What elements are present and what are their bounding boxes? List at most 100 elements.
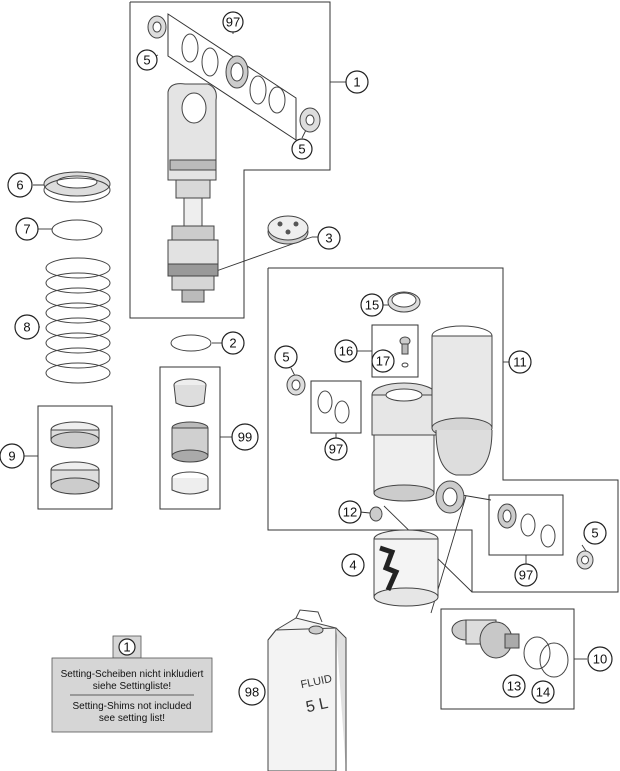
frame-99 — [159, 366, 221, 510]
callout-c12: 12 — [338, 500, 362, 524]
callout-label: 11 — [513, 355, 527, 370]
part-15-cap — [387, 291, 421, 313]
callout-c3: 3 — [317, 226, 341, 250]
callout-label: 2 — [229, 336, 236, 351]
callout-c5d: 5 — [583, 521, 607, 545]
frame-9 — [37, 405, 113, 510]
callout-c6: 6 — [7, 172, 33, 198]
callout-circle — [274, 345, 298, 369]
callout-label: 14 — [536, 685, 550, 700]
callout-circle — [324, 437, 348, 461]
callout-label: 13 — [507, 679, 521, 694]
callout-c97b: 97 — [324, 437, 348, 461]
callout-c10: 10 — [587, 646, 613, 672]
part-99-kit — [171, 378, 209, 495]
callout-circle — [231, 423, 259, 451]
part-98-fluid-canister — [267, 609, 347, 771]
callout-label: 17 — [376, 354, 390, 369]
callout-circle — [345, 70, 369, 94]
part-9-nuts — [50, 421, 100, 495]
callout-label: 97 — [329, 442, 343, 457]
part-10-valve — [451, 619, 520, 659]
note-english-line1: Setting-Shims not included — [73, 701, 192, 712]
callout-circle — [360, 293, 384, 317]
part-16-valve — [399, 336, 411, 368]
frame-97-top — [167, 13, 297, 141]
callout-label: 10 — [593, 652, 607, 667]
callout-circle — [0, 443, 25, 469]
callout-c98: 98 — [238, 678, 266, 706]
callout-label: 7 — [23, 222, 30, 237]
part-2-clip — [170, 334, 212, 352]
callout-circle — [221, 331, 245, 355]
part-5c-seal — [286, 374, 306, 396]
callout-c17: 17 — [371, 349, 395, 373]
callout-circle — [341, 553, 365, 577]
callout-c97a: 97 — [222, 11, 244, 33]
callout-circle — [317, 226, 341, 250]
callout-circle — [222, 11, 244, 33]
callout-label: 8 — [23, 320, 30, 335]
callout-circle — [502, 674, 526, 698]
callout-circle — [7, 172, 33, 198]
part-13-14-orings — [523, 636, 569, 678]
part-6-spring-seat — [43, 171, 111, 203]
callout-circle — [334, 339, 358, 363]
callout-label: 5 — [282, 350, 289, 365]
part-97-bottom-shims — [497, 503, 556, 548]
callout-label: 97 — [519, 568, 533, 583]
part-12-screw — [369, 506, 383, 522]
callout-circle — [136, 49, 158, 71]
callout-circle — [587, 646, 613, 672]
callout-c9: 9 — [0, 443, 25, 469]
callout-c97c: 97 — [514, 563, 538, 587]
frame-shock-assembly — [129, 1, 331, 319]
callout-circle — [291, 138, 313, 160]
callout-label: 1 — [123, 640, 130, 655]
part-3-adjuster — [267, 215, 309, 245]
callout-label: 6 — [16, 178, 23, 193]
frame-97-bottom — [488, 494, 564, 556]
callout-label: 98 — [245, 685, 259, 700]
callout-label: 3 — [325, 231, 332, 246]
callout-c7: 7 — [15, 217, 39, 241]
part-seal-top-right — [299, 107, 321, 133]
part-shims-97-top — [181, 33, 286, 114]
callout-c15: 15 — [360, 293, 384, 317]
note-english-line2: see setting list! — [99, 713, 165, 724]
part-seal-top-left — [147, 15, 167, 39]
callout-label: 1 — [353, 75, 360, 90]
callout-c1: 1 — [345, 70, 369, 94]
part-5d-seal — [576, 550, 594, 570]
callout-c11: 11 — [508, 350, 532, 374]
part-7-ring — [51, 219, 103, 241]
callout-circle — [118, 638, 136, 656]
callout-label: 5 — [298, 142, 305, 157]
callout-c5a: 5 — [136, 49, 158, 71]
callout-c5c: 5 — [274, 345, 298, 369]
part-shock-body — [167, 83, 219, 303]
callout-label: 5 — [143, 53, 150, 68]
part-4-roll — [373, 529, 439, 607]
part-11-housing — [431, 325, 493, 514]
callout-label: 97 — [226, 15, 240, 30]
part-8-spring — [45, 257, 111, 384]
callout-circle — [514, 563, 538, 587]
shim-note-box — [51, 635, 213, 733]
callout-cnote: 1 — [118, 638, 136, 656]
callout-c8: 8 — [14, 314, 40, 340]
callout-label: 99 — [238, 430, 252, 445]
part-reservoir-body — [371, 382, 437, 502]
callout-circle — [371, 349, 395, 373]
note-german-line2: siehe Settingliste! — [93, 681, 171, 692]
note-german-line1: Setting-Scheiben nicht inkludiert — [61, 669, 204, 680]
callout-label: 4 — [349, 558, 356, 573]
callout-circle — [338, 500, 362, 524]
callout-label: 9 — [8, 449, 15, 464]
callout-label: 15 — [365, 298, 379, 313]
callout-circle — [238, 678, 266, 706]
callout-c4: 4 — [341, 553, 365, 577]
callout-circle — [583, 521, 607, 545]
callout-circle — [15, 217, 39, 241]
